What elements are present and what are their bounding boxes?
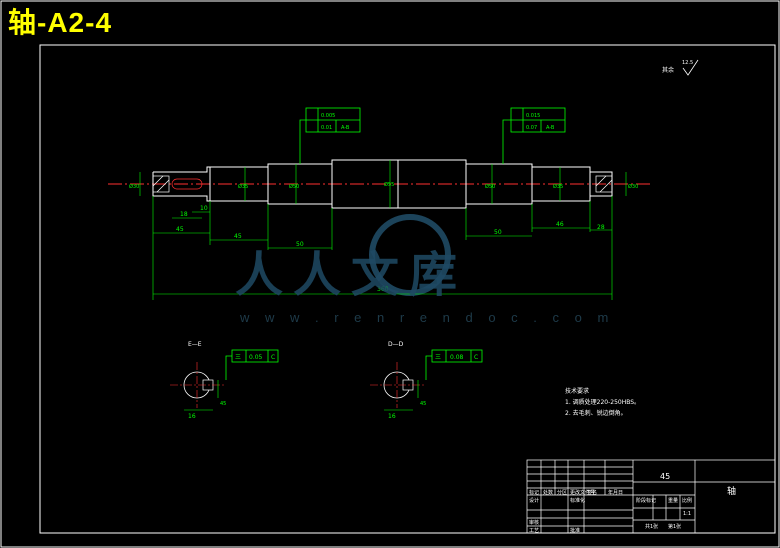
tb-sheet-no: 第1张 (668, 524, 682, 530)
tb-scale-value: 1:1 (683, 511, 692, 517)
tolerance-left-datum: A-B (341, 125, 350, 131)
dim-bearing-left: Ø50 (289, 183, 299, 190)
section-d-tol-value: 0.08 (450, 354, 464, 361)
section-view-e (170, 349, 279, 411)
tb-zone: 分区 (557, 490, 568, 496)
dim-total-length: 360 (377, 286, 389, 293)
dim-len-50-left: 50 (296, 241, 304, 248)
center-hole-left (152, 175, 203, 193)
roughness-value: 12.5 (682, 60, 693, 66)
dim-len-10: 10 (200, 205, 208, 212)
center-hole-right (595, 175, 613, 193)
section-e-tol-symbol: 三 (235, 354, 241, 361)
dim-len-50-right: 50 (494, 229, 502, 236)
section-e-depth: 45 (220, 401, 226, 407)
tb-date: 年月日 (608, 490, 624, 496)
tb-scale: 比例 (682, 498, 693, 504)
section-e-dim: 16 (188, 413, 196, 420)
title-block-material: 45 (660, 472, 670, 481)
tb-stage-mark: 阶段标记 (636, 498, 657, 504)
dim-len-46-right: 46 (556, 221, 564, 228)
section-d-dim: 16 (388, 413, 396, 420)
watermark-graphic (369, 214, 451, 296)
tb-review: 审核 (529, 520, 540, 526)
drawing-title: 轴-A2-4 (8, 7, 113, 38)
tb-approve: 批准 (570, 528, 581, 534)
section-d-label: D—D (388, 341, 404, 348)
tb-sign: 签名 (587, 490, 598, 496)
tb-doc-no: 更改文件号 (570, 490, 596, 496)
section-view-d (370, 349, 483, 411)
dim-len-45-left: 45 (176, 226, 184, 233)
dim-right-ext: Ø35 (553, 183, 563, 190)
section-e-label: E—E (188, 341, 202, 348)
tolerance-right-row2: 0.07 (526, 125, 537, 131)
dim-bearing-right: Ø50 (485, 183, 495, 190)
tb-process: 工艺 (529, 528, 540, 534)
diameter-dimensions (139, 160, 627, 208)
section-e-datum: C (271, 354, 275, 361)
technical-requirements: 技术要求 1. 调质处理220-250HBS。 2. 去毛刺、锐边倒角。 (565, 386, 640, 419)
tb-count: 处数 (543, 490, 554, 496)
section-d-depth: 45 (420, 401, 426, 407)
tb-design: 设计 (529, 498, 540, 504)
tb-sheets: 共1张 (645, 524, 659, 530)
watermark-logo: 人人文库 (235, 247, 468, 303)
tech-req-item-1: 1. 调质处理220-250HBS。 (565, 399, 641, 406)
watermark-url: w w w . r e n r e n d o c . c o m (240, 310, 615, 325)
tolerance-right-datum: A-B (546, 125, 555, 131)
title-block-part-name: 轴 (727, 485, 736, 497)
dim-main: Ø55 (384, 181, 394, 188)
tb-standard: 标准化 (570, 498, 586, 504)
tb-mark: 标记 (529, 490, 540, 496)
dim-end-left: Ø30 (129, 183, 139, 190)
section-e-tol-value: 0.05 (249, 354, 263, 361)
dim-len-18: 18 (180, 211, 188, 218)
tech-req-item-2: 2. 去毛刺、锐边倒角。 (565, 410, 627, 417)
tolerance-frame-right (502, 107, 566, 164)
length-dimensions (152, 196, 613, 300)
roughness-prefix: 其余 (662, 66, 674, 74)
tolerance-left-row1: 0.005 (321, 113, 335, 119)
title-block-grid (526, 459, 776, 534)
dim-left-ext: Ø35 (238, 183, 248, 190)
tb-weight: 重量 (668, 498, 679, 504)
tolerance-left-row2: 0.01 (321, 125, 332, 131)
tolerance-frame-left (299, 107, 361, 164)
sheet-inner-border (39, 44, 776, 534)
roughness-symbol (682, 59, 699, 76)
dim-end-right: Ø30 (628, 183, 638, 190)
section-d-datum: C (474, 354, 478, 361)
section-d-tol-symbol: 三 (435, 354, 441, 361)
dim-len-45-mid: 45 (234, 233, 242, 240)
dim-len-28: 28 (597, 224, 605, 231)
tolerance-right-row1: 0.015 (526, 113, 540, 119)
tech-req-heading: 技术要求 (565, 388, 590, 395)
